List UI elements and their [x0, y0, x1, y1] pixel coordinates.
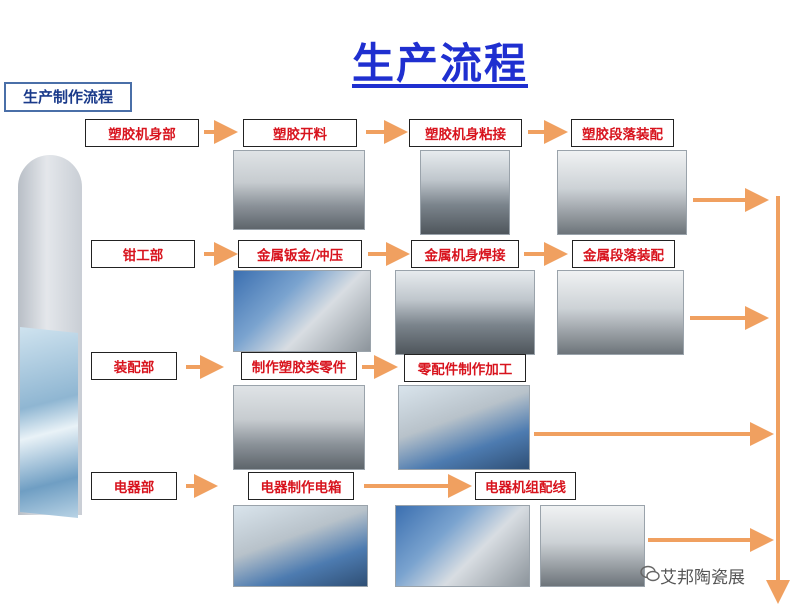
photo-metal-assembly	[557, 270, 684, 355]
step-sheet-metal: 金属钣金/冲压	[238, 240, 362, 268]
dept-electrical: 电器部	[91, 472, 177, 500]
photo-electric-box	[233, 505, 368, 587]
photo-sheet-metal	[233, 270, 371, 352]
dept-fitter: 钳工部	[91, 240, 195, 268]
step-metal-welding: 金属机身焊接	[411, 240, 519, 268]
photo-wiring-2	[540, 505, 645, 587]
page-title: 生产流程	[351, 39, 528, 88]
photo-plastic-cutting	[233, 150, 365, 230]
photo-metal-welding	[395, 270, 535, 355]
step-plastic-parts: 制作塑胶类零件	[241, 352, 357, 380]
photo-plastic-bonding	[420, 150, 510, 235]
section-label: 生产制作流程	[4, 82, 132, 112]
photo-parts-machining	[398, 385, 530, 470]
step-electric-box: 电器制作电箱	[248, 472, 354, 500]
photo-plastic-assembly	[557, 150, 687, 235]
step-plastic-bonding: 塑胶机身粘接	[409, 119, 522, 147]
step-plastic-assembly: 塑胶段落装配	[571, 119, 674, 147]
wechat-icon	[640, 565, 660, 582]
step-unit-wiring: 电器机组配线	[475, 472, 576, 500]
step-plastic-cutting: 塑胶开料	[243, 119, 357, 147]
watermark: 艾邦陶瓷展	[660, 568, 745, 588]
photo-plastic-parts	[233, 385, 365, 470]
photo-wiring-1	[395, 505, 530, 587]
dept-plastic-body: 塑胶机身部	[85, 119, 199, 147]
step-parts-machining: 零配件制作加工	[404, 354, 526, 382]
dept-assembly: 装配部	[91, 352, 177, 380]
step-metal-assembly: 金属段落装配	[572, 240, 675, 268]
